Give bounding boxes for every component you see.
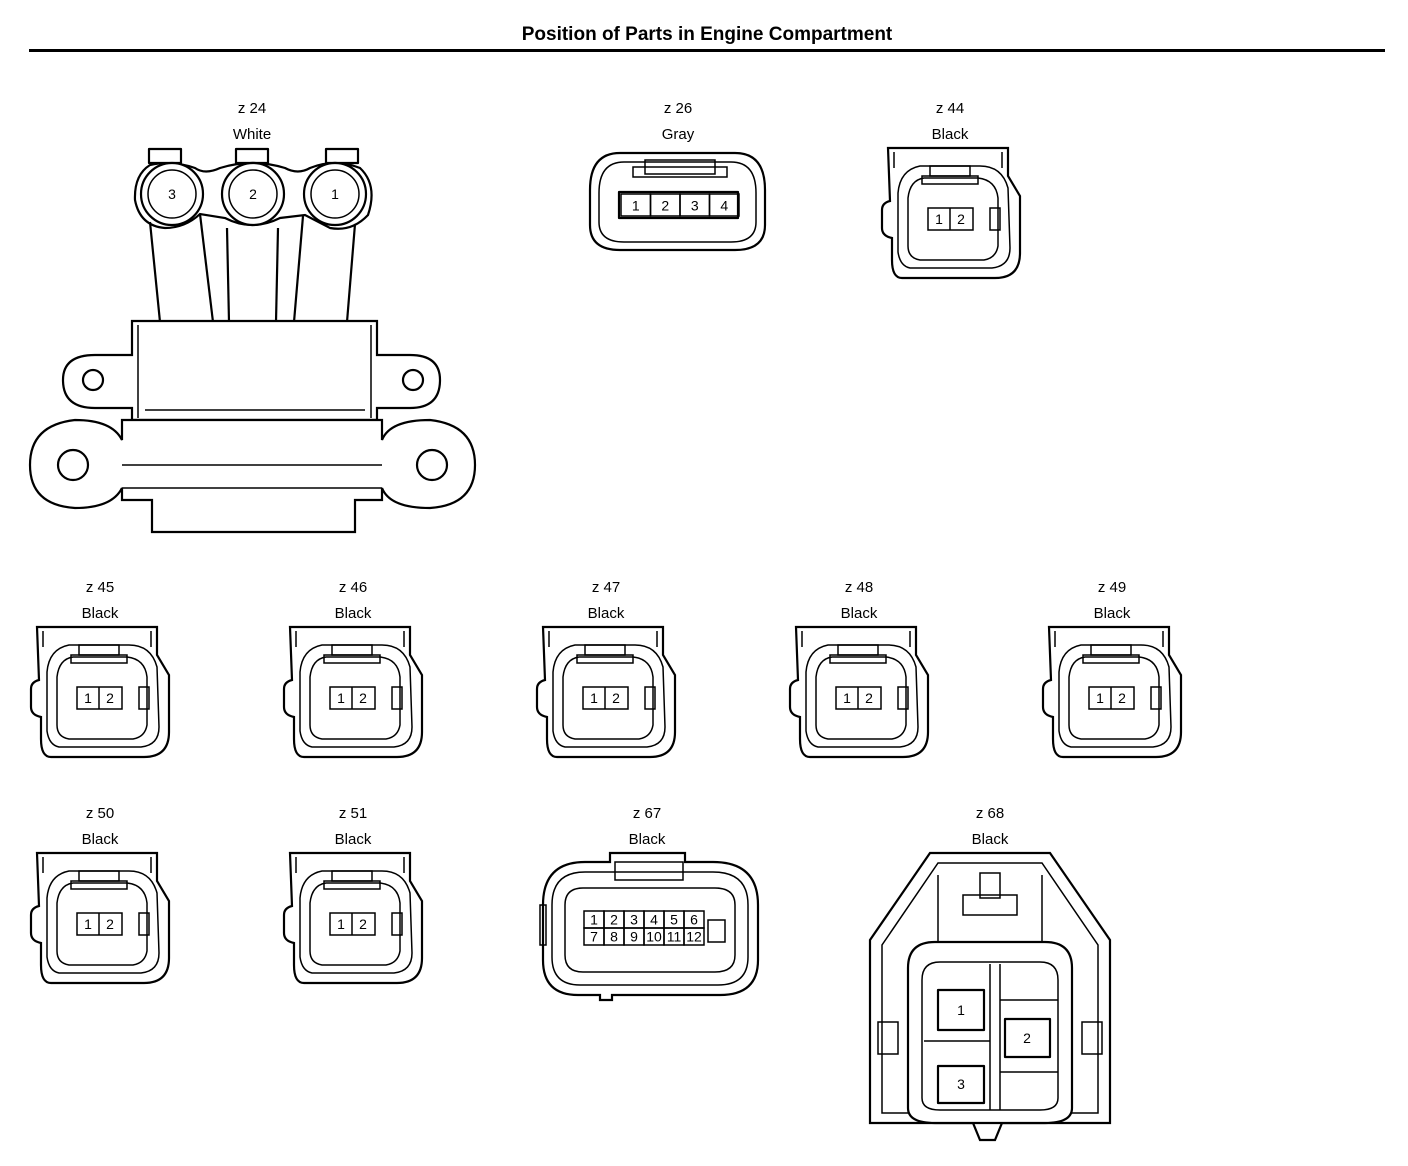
- z67-pin-9: 9: [630, 929, 638, 945]
- label-z24: z 24 White: [172, 100, 332, 144]
- z47-pin-1: 1: [590, 690, 598, 706]
- z67-pin-3: 3: [630, 912, 638, 928]
- z49-id: z 49: [1097, 579, 1127, 596]
- z47-pin-2: 2: [612, 690, 620, 706]
- z46-pin-1: 1: [337, 690, 345, 706]
- label-z26: z 26 Gray: [598, 100, 758, 144]
- label-z67: z 67 Black: [567, 805, 727, 849]
- z46-pin-2: 2: [359, 690, 367, 706]
- z26-color: Gray: [661, 126, 695, 143]
- z45-pin-1: 1: [84, 690, 92, 706]
- z48-color: Black: [840, 605, 878, 622]
- connector-z26: [588, 151, 767, 252]
- z26-pin-cell-4: [708, 193, 740, 217]
- z26-id: z 26: [663, 100, 693, 117]
- z50-color: Black: [81, 831, 119, 848]
- z67-color: Black: [628, 831, 666, 848]
- label-z48: z 48 Black: [779, 579, 939, 623]
- z67-pin-cell-12: [683, 927, 705, 946]
- z24-pin-1: 1: [331, 186, 339, 202]
- page-title: Position of Parts in Engine Compartment: [521, 24, 893, 45]
- label-z44: z 44 Black: [870, 100, 1030, 144]
- z24-pin-2: 2: [249, 186, 257, 202]
- z26-pin-1: 1: [632, 197, 640, 213]
- z50-pin-1: 1: [84, 916, 92, 932]
- title-divider: [29, 49, 1385, 52]
- z26-pin-3: 3: [691, 197, 699, 213]
- z51-id: z 51: [338, 805, 368, 822]
- z68-id: z 68: [975, 805, 1005, 822]
- z68-pin-3: 3: [957, 1076, 965, 1092]
- z49-pin-1: 1: [1096, 690, 1104, 706]
- z44-pin-1: 1: [935, 211, 943, 227]
- z67-pin-5: 5: [670, 912, 678, 928]
- z48-pin-1: 1: [843, 690, 851, 706]
- label-z45: z 45 Black: [20, 579, 180, 623]
- connector-z67: [539, 851, 760, 1002]
- label-z51: z 51 Black: [273, 805, 433, 849]
- z68-pin-2: 2: [1023, 1030, 1031, 1046]
- z67-pin-1: 1: [590, 912, 598, 928]
- z26-pin-4: 4: [720, 197, 728, 213]
- z68-pin-1: 1: [957, 1002, 965, 1018]
- z49-color: Black: [1093, 605, 1131, 622]
- z46-color: Black: [334, 605, 372, 622]
- z24-color: White: [232, 126, 272, 143]
- label-z47: z 47 Black: [526, 579, 686, 623]
- z51-pin-2: 2: [359, 916, 367, 932]
- z44-color: Black: [931, 126, 969, 143]
- z47-color: Black: [587, 605, 625, 622]
- label-z49: z 49 Black: [1032, 579, 1192, 623]
- z50-id: z 50: [85, 805, 115, 822]
- z47-id: z 47: [591, 579, 621, 596]
- z46-id: z 46: [338, 579, 368, 596]
- z67-pin-6: 6: [690, 912, 698, 928]
- label-z68: z 68 Black: [910, 805, 1070, 849]
- z48-id: z 48: [844, 579, 874, 596]
- z24-id: z 24: [237, 100, 267, 117]
- z67-pin-7: 7: [590, 929, 598, 945]
- z67-pin-11: 11: [667, 929, 682, 945]
- z45-id: z 45: [85, 579, 115, 596]
- z67-pin-12: 12: [686, 929, 702, 945]
- z51-pin-1: 1: [337, 916, 345, 932]
- z24-pin-3: 3: [168, 186, 176, 202]
- z45-color: Black: [81, 605, 119, 622]
- z67-id: z 67: [632, 805, 662, 822]
- label-z50: z 50 Black: [20, 805, 180, 849]
- z44-pin-2: 2: [957, 211, 965, 227]
- connector-z24: 3 2 1: [28, 147, 477, 534]
- z44-id: z 44: [935, 100, 965, 117]
- z51-color: Black: [334, 831, 372, 848]
- z49-pin-2: 2: [1118, 690, 1126, 706]
- z50-pin-2: 2: [106, 916, 114, 932]
- z67-pin-8: 8: [610, 929, 618, 945]
- z67-pin-10: 10: [646, 929, 662, 945]
- connector-z68: 1 2 3: [868, 851, 1112, 1142]
- z68-color: Black: [971, 831, 1009, 848]
- z67-pin-2: 2: [610, 912, 618, 928]
- label-z46: z 46 Black: [273, 579, 433, 623]
- z45-pin-2: 2: [106, 690, 114, 706]
- z26-pin-2: 2: [661, 197, 669, 213]
- z48-pin-2: 2: [865, 690, 873, 706]
- z67-pin-4: 4: [650, 912, 658, 928]
